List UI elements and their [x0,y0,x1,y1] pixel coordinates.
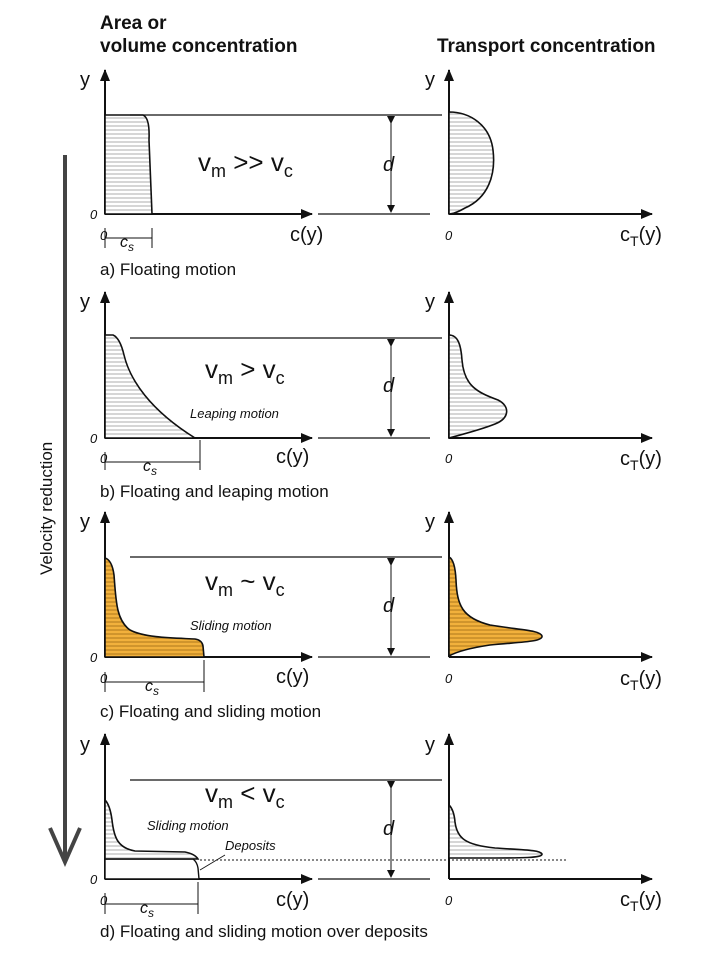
panel-b-d-label: d [383,375,395,397]
panel-b-leaping-label: Leaping motion [190,406,279,421]
panel-b-caption: b) Floating and leaping motion [100,482,329,501]
panel-c-left-profile [104,556,205,658]
panel-d-caption: d) Floating and sliding motion over depo… [100,922,428,941]
panel-b-left-x-label: c(y) [276,446,309,468]
panel-a-left-profile [104,114,153,215]
panel-d-deposit-layer [104,858,200,880]
panel-a-caption: a) Floating motion [100,260,236,279]
panel-d-deposits-pointer [199,854,226,871]
panel-d-right-x-label: cT(y) [620,889,662,914]
panel-c-sliding-label: Sliding motion [190,618,272,633]
panel-c-right-profile [448,555,543,658]
panel-a-d-label: d [383,154,395,176]
panel-d-left-y-label: y [80,734,90,756]
panel-c-caption: c) Floating and sliding motion [100,702,321,721]
panel-c-cs-bracket [104,660,205,692]
right-header: Transport concentration [437,36,656,57]
panel-a-cs-label: cs [120,234,134,254]
panel-d-cs-label: cs [140,900,154,920]
panel-c-left-origin-label: 0 [90,650,98,665]
panel-c: y 0 0 c(y) Sliding motion cs d vm ~ vc y… [80,511,662,721]
panel-c-right-y-label: y [425,511,435,533]
panel-d-sliding-label: Sliding motion [147,818,229,833]
panel-c-left-y-label: y [80,511,90,533]
left-header-line2: volume concentration [100,36,297,57]
panel-b-right-x-label: cT(y) [620,448,662,473]
panel-d-left-profile [104,798,200,860]
panel-b-left-origin-label: 0 [90,431,98,446]
panel-c-right-x-label: cT(y) [620,668,662,693]
panel-d-x-zero-label: 0 [100,893,108,908]
panel-b-right-y-label: y [425,291,435,313]
panel-c-d-label: d [383,595,395,617]
panel-d-cs-bracket [104,882,199,914]
panel-a-right-x-label: cT(y) [620,224,662,249]
panel-a-velocity-relation: vm >> vc [198,147,293,181]
panel-d-deposits-label: Deposits [225,838,276,853]
panel-d-left-x-label: c(y) [276,889,309,911]
panel-c-x-zero-label: 0 [100,671,108,686]
panel-c-velocity-relation: vm ~ vc [205,566,285,600]
panel-a: y 0 0 c(y) cs d vm >> vc y 0 cT(y) a) Fl… [80,69,662,279]
panel-a-cs-bracket [104,228,153,248]
panel-c-right-origin-label: 0 [445,671,453,686]
panel-a-right-origin-label: 0 [445,228,453,243]
panel-a-right-profile [448,111,495,215]
panel-b-cs-bracket [104,440,201,470]
panel-b: y 0 0 c(y) Leaping motion cs d vm > vc y… [80,291,662,501]
panel-b-right-origin-label: 0 [445,451,453,466]
velocity-reduction-arrow [48,155,82,867]
panel-c-cs-label: cs [145,678,159,698]
panel-d-right-origin-label: 0 [445,893,453,908]
panel-d-right-y-label: y [425,734,435,756]
panel-b-cs-label: cs [143,458,157,478]
panel-b-left-profile [104,334,198,439]
panel-a-x-zero-label: 0 [100,228,108,243]
left-header-line1: Area or [100,13,167,34]
panel-c-left-x-label: c(y) [276,666,309,688]
panel-d: y 0 0 c(y) Sliding motion Deposits cs d … [80,733,662,941]
panel-d-right-profile [448,803,543,859]
panel-b-velocity-relation: vm > vc [205,354,285,388]
panel-d-velocity-relation: vm < vc [205,778,285,812]
panel-b-x-zero-label: 0 [100,451,108,466]
panel-b-right-profile [448,334,508,440]
panel-a-right-y-label: y [425,69,435,91]
panel-b-left-y-label: y [80,291,90,313]
panel-d-left-origin-label: 0 [90,872,98,887]
panel-a-left-origin-label: 0 [90,207,98,222]
panel-a-left-y-label: y [80,69,90,91]
panel-d-d-label: d [383,818,395,840]
panel-a-left-x-label: c(y) [290,224,323,246]
velocity-reduction-label: Velocity reduction [37,442,56,575]
